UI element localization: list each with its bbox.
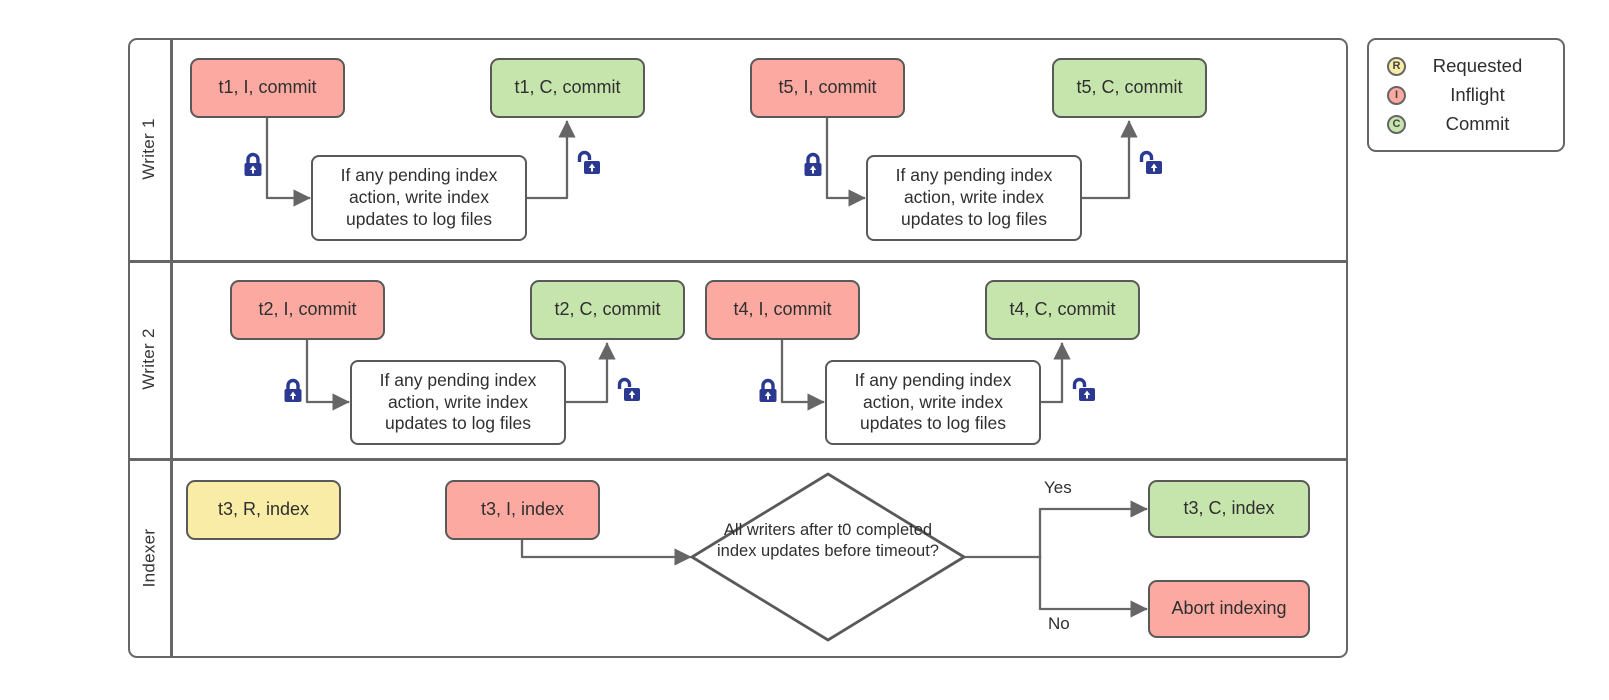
node-t3-requested: t3, R, index	[186, 480, 341, 540]
legend-item-requested: R Requested	[1387, 55, 1549, 77]
node-t4-inflight: t4, I, commit	[705, 280, 860, 340]
commit-state-icon: C	[1387, 114, 1406, 134]
node-t3-inflight: t3, I, index	[445, 480, 600, 540]
lock-closed-icon	[759, 378, 777, 402]
legend-label: Inflight	[1450, 84, 1505, 105]
node-process-t2: If any pending index action, write index…	[350, 360, 566, 445]
node-t3-commit: t3, C, index	[1148, 480, 1310, 538]
node-process-t5: If any pending index action, write index…	[866, 155, 1082, 241]
legend-item-commit: C Commit	[1387, 113, 1549, 135]
requested-state-icon: R	[1387, 56, 1406, 76]
lock-open-icon	[1072, 377, 1095, 401]
edge-label-yes: Yes	[1044, 478, 1072, 497]
legend-label: Requested	[1432, 55, 1523, 76]
lock-closed-icon	[804, 152, 822, 176]
lock-open-icon	[617, 377, 640, 401]
node-t2-commit: t2, C, commit	[530, 280, 685, 340]
edge-label-no: No	[1048, 614, 1070, 633]
lane-label-writer2: Writer 2	[139, 328, 158, 390]
lock-open-icon	[577, 150, 600, 174]
node-process-t1: If any pending index action, write index…	[311, 155, 527, 241]
swimlane-frame	[128, 38, 1348, 658]
decision-label: All writers after t0 completed index upd…	[717, 521, 939, 561]
node-t1-commit: t1, C, commit	[490, 58, 645, 118]
lock-closed-icon	[244, 152, 262, 176]
inflight-state-icon: I	[1387, 85, 1406, 105]
lock-closed-icon	[284, 378, 302, 402]
legend-label: Commit	[1445, 113, 1510, 134]
lock-open-icon	[1139, 150, 1162, 174]
lane-label-divider	[170, 38, 173, 658]
lane-divider-2	[128, 458, 1348, 461]
node-t4-commit: t4, C, commit	[985, 280, 1140, 340]
lane-label-indexer: Indexer	[139, 528, 158, 588]
node-abort-indexing: Abort indexing	[1148, 580, 1310, 638]
node-process-t4: If any pending index action, write index…	[825, 360, 1041, 445]
node-t1-inflight: t1, I, commit	[190, 58, 345, 118]
legend: R Requested I Inflight C Commit	[1367, 38, 1565, 152]
legend-item-inflight: I Inflight	[1387, 84, 1549, 106]
node-t2-inflight: t2, I, commit	[230, 280, 385, 340]
lane-divider-1	[128, 260, 1348, 263]
node-t5-inflight: t5, I, commit	[750, 58, 905, 118]
lane-label-writer1: Writer 1	[139, 118, 158, 180]
node-t5-commit: t5, C, commit	[1052, 58, 1207, 118]
